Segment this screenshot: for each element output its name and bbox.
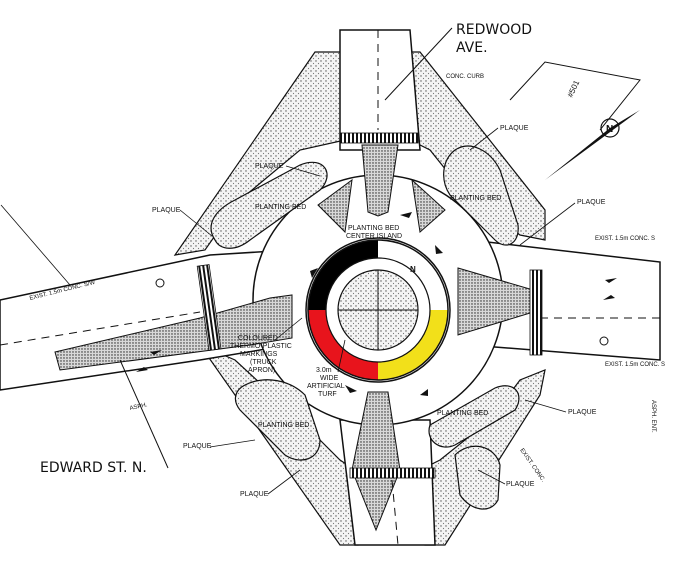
flow-arrows	[136, 212, 617, 396]
street-west: EDWARD ST. N.	[40, 460, 147, 476]
crosswalk-west	[196, 264, 222, 351]
exist-conc-east-label-2: EXIST. 1.5m CONC. S	[605, 362, 665, 368]
crosswalk-south	[349, 467, 436, 479]
leader-lines	[0, 127, 576, 495]
exist-conc-east-label: EXIST. 1.5m CONC. S	[595, 236, 655, 242]
north-arrow-icon: N	[545, 110, 640, 180]
wheel-north-label: N	[410, 265, 416, 274]
turf-line2: WIDE	[320, 375, 339, 382]
plaque-label-sw: PLAQUE	[183, 443, 212, 450]
apron-line2: THERMO-PLASTIC	[230, 343, 292, 350]
street-north-line1: REDWOOD	[456, 22, 532, 38]
crosswalk-north	[339, 132, 419, 144]
planting-bed-label-se: PLANTING BED	[437, 410, 488, 417]
property-line	[509, 61, 641, 131]
center-island-line1: PLANTING BED	[348, 225, 399, 232]
asph-label: ASPH.	[129, 402, 148, 412]
road-north	[339, 29, 421, 151]
turf-line1: 3.0m	[316, 367, 332, 374]
splitter-islands	[54, 144, 541, 532]
plaque-label-se: PLAQUE	[568, 409, 597, 416]
signs	[155, 278, 609, 346]
apron-line4: (TRUCK	[250, 359, 277, 366]
plaque-label-bottom: PLAQUE	[240, 491, 269, 498]
conc-curb-label: CONC. CURB	[446, 74, 484, 80]
planting-bed-label-sw: PLANTING BED	[258, 422, 309, 429]
plaque-label-nw: PLAQUE	[255, 163, 284, 170]
wedge-nw	[317, 178, 353, 234]
plaque-label-s: PLAQUE	[506, 481, 535, 488]
lane-markings	[0, 30, 660, 546]
bed-se-lobe	[454, 445, 501, 510]
turf-line4: TURF	[318, 391, 337, 398]
bed-se	[428, 385, 520, 448]
plaque-label-e: PLAQUE	[577, 199, 606, 206]
apron-line5: APRON)	[248, 367, 275, 374]
street-north-line2: AVE.	[456, 40, 488, 56]
center-island	[305, 237, 451, 383]
plaque-label-w: PLAQUE	[152, 207, 181, 214]
crosswalk-east	[529, 269, 543, 356]
planting-bed-label-nw: PLANTING BED	[255, 204, 306, 211]
apron-line3: MARKINGS	[240, 351, 278, 358]
center-island-line2: CENTER ISLAND	[346, 233, 402, 240]
asph-ent-label: ASPH. ENT.	[650, 400, 656, 433]
crosswalks	[196, 132, 543, 479]
splitter-south	[351, 391, 401, 532]
address-label: #501	[566, 78, 582, 98]
north-arrow-label: N	[606, 124, 613, 135]
apron-line1: COLOURED	[238, 335, 278, 342]
splitter-north	[361, 144, 399, 217]
plaque-label-ne: PLAQUE	[500, 125, 529, 132]
turf-line3: ARTIFICIAL	[307, 383, 345, 390]
bed-ne	[443, 145, 519, 246]
bed-sw	[234, 379, 321, 461]
bed-nw	[210, 161, 328, 249]
exist-conc-south-label: EXIST. CONC.	[518, 448, 546, 484]
planting-beds	[210, 145, 520, 510]
wedge-ne	[411, 178, 446, 233]
planting-bed-label-ne: PLANTING BED	[450, 195, 501, 202]
